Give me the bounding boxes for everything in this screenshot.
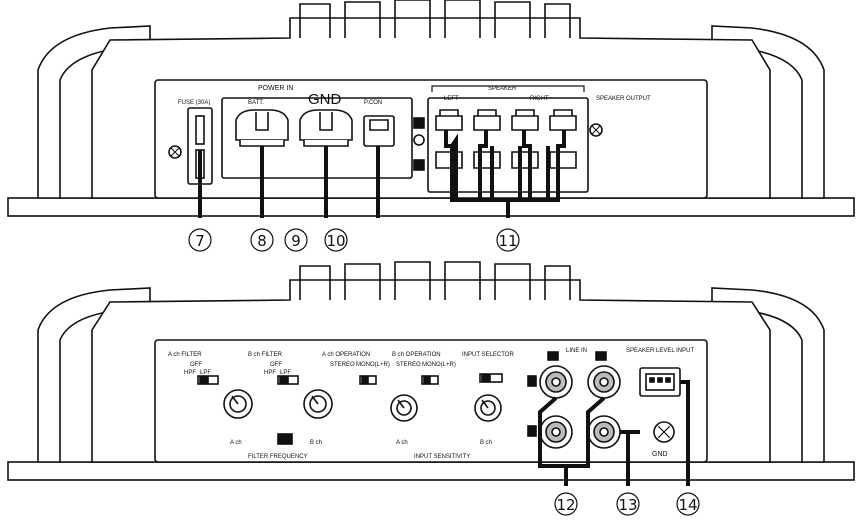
gnd-terminal: [299, 109, 353, 141]
callout-7: 7: [188, 228, 212, 252]
callout-13: 13: [616, 492, 640, 516]
filter-a-ch-tag: A ch: [230, 440, 242, 446]
callout-10: 10: [324, 228, 348, 252]
svg-text:14: 14: [678, 496, 697, 514]
svg-text:11: 11: [498, 232, 517, 250]
b-ch-filter-knob: [303, 389, 333, 419]
bottom-labels: A ch FILTER B ch FILTER A ch OPERATION B…: [168, 348, 694, 460]
callout-9: 9: [284, 228, 308, 252]
left-label: LEFT: [444, 96, 459, 102]
callout-11: 11: [496, 228, 520, 252]
b-ch-lpf-label: LPF: [280, 370, 291, 376]
b-ch-filter-label: B ch FILTER: [248, 352, 283, 358]
svg-text:8: 8: [257, 232, 267, 250]
b-ch-off-label: OFF: [270, 362, 282, 368]
gnd-bottom-label: GND: [652, 451, 668, 458]
speaker-level-input-label: SPEAKER LEVEL INPUT: [626, 348, 694, 354]
b-ch-operation-label: B ch OPERATION: [392, 352, 441, 358]
b-ch-mono-label: MONO(L+R): [422, 362, 456, 368]
svg-text:13: 13: [618, 496, 637, 514]
top-heatsink-fins: [299, 0, 571, 38]
b-ch-hpf-label: HPF: [264, 370, 276, 376]
speaker-output-label: SPEAKER OUTPUT: [596, 96, 651, 102]
svg-text:10: 10: [326, 232, 345, 250]
speaker-label: SPEAKER: [488, 86, 517, 92]
sens-a-ch-tag: A ch: [396, 440, 408, 446]
a-ch-sensitivity-knob: [390, 394, 418, 422]
input-selector-label: INPUT SELECTOR: [462, 352, 514, 358]
svg-text:7: 7: [195, 232, 205, 250]
filter-frequency-multiplier: [277, 433, 293, 445]
callout-8: 8: [250, 228, 274, 252]
callout-12: 12: [554, 492, 578, 516]
top-labels: FUSE (30A) POWER IN BATT. GND P.CON SPEA…: [178, 85, 651, 108]
speaker-level-input-connector: [639, 367, 681, 397]
a-ch-hpf-label: HPF: [184, 370, 196, 376]
svg-text:12: 12: [556, 496, 575, 514]
a-ch-lpf-label: LPF: [200, 370, 211, 376]
filter-b-ch-tag: B ch: [310, 440, 322, 446]
a-ch-mono-label: MONO(L+R): [356, 362, 390, 368]
line-in-label: LINE IN: [566, 348, 587, 354]
top-callouts: 7 8 9 10 11: [188, 228, 520, 252]
bottom-heatsink-fins: [299, 261, 571, 300]
bottom-amplifier: [7, 261, 855, 481]
top-amplifier: [7, 0, 855, 217]
gnd-screw-icon: [653, 421, 675, 443]
bottom-leader-lines: [538, 380, 690, 486]
b-ch-sensitivity-knob: [474, 394, 502, 422]
input-selector-switch: [479, 373, 503, 383]
top-right-screw-icon: [589, 123, 603, 137]
pcon-label: P.CON: [364, 100, 382, 106]
fuse-label: FUSE (30A): [178, 100, 210, 106]
line-in-rca-jacks: [539, 365, 621, 449]
a-ch-operation-label: A ch OPERATION: [322, 352, 370, 358]
batt-terminal: [235, 109, 289, 141]
bottom-base-plate: [7, 461, 855, 481]
b-ch-stereo-label: STEREO: [396, 362, 421, 368]
batt-label: BATT.: [248, 100, 264, 106]
top-base-plate: [7, 197, 855, 217]
callout-14: 14: [676, 492, 700, 516]
a-ch-filter-label: A ch FILTER: [168, 352, 202, 358]
bottom-callouts: 12 13 14: [554, 492, 700, 516]
svg-text:9: 9: [291, 232, 301, 250]
power-in-label: POWER IN: [258, 85, 293, 92]
gnd-top-label: GND: [308, 91, 342, 108]
speaker-terminals-upper: [435, 109, 577, 131]
a-ch-stereo-label: STEREO: [330, 362, 355, 368]
sens-b-ch-tag: B ch: [480, 440, 492, 446]
filter-frequency-label: FILTER FREQUENCY: [248, 454, 308, 460]
input-sensitivity-label: INPUT SENSITIVITY: [414, 454, 470, 460]
top-leader-lines: [198, 130, 566, 218]
a-ch-filter-knob: [223, 389, 253, 419]
top-left-screw-icon: [168, 145, 182, 159]
a-ch-off-label: OFF: [190, 362, 202, 368]
right-label: RIGHT: [530, 96, 549, 102]
